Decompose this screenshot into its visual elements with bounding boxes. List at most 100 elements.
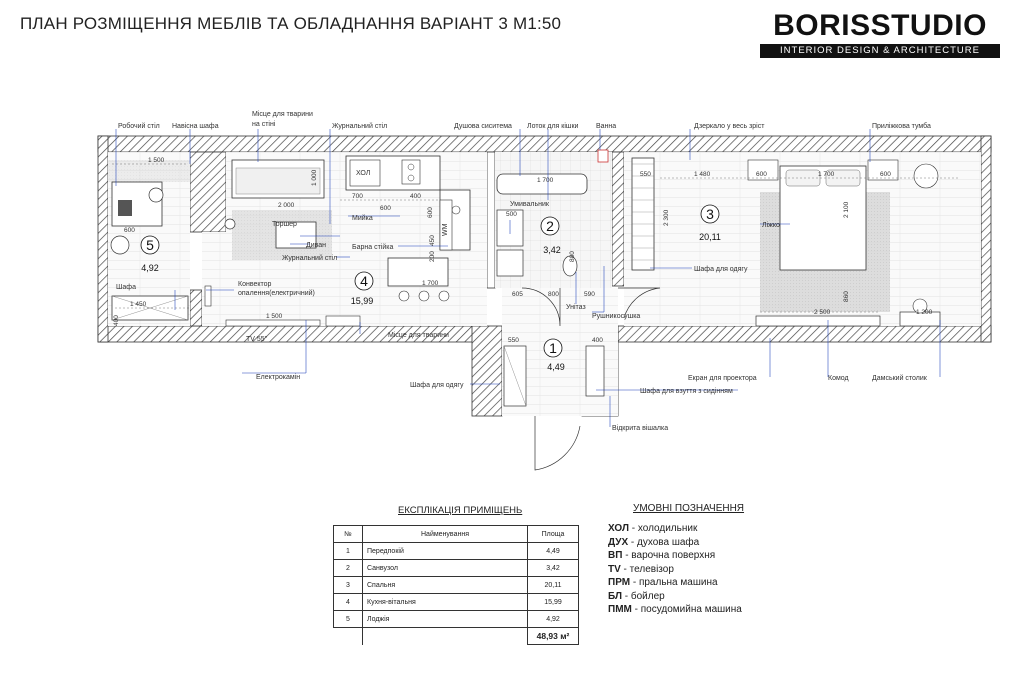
svg-text:860: 860 [843, 291, 850, 302]
label-fireplace: Електрокамін [256, 373, 300, 381]
table-row: 2 Санвузол 3,42 [333, 559, 579, 577]
label-bath: Ванна [596, 123, 616, 130]
bar-counter [387, 257, 449, 287]
label-wardrobe-clothes: Шафа для одягу [694, 266, 748, 273]
washing-machine [496, 249, 524, 277]
nightstand-right [867, 159, 899, 181]
svg-text:2 000: 2 000 [278, 202, 295, 209]
toilet-icon [562, 255, 578, 277]
nightstand-left [747, 159, 779, 181]
svg-text:700: 700 [352, 193, 363, 200]
room-2-number: 2 [546, 218, 554, 234]
room-3-number: 3 [706, 206, 714, 222]
wardrobe-clothes [631, 157, 655, 271]
svg-text:1 700: 1 700 [537, 177, 554, 184]
svg-text:1 500: 1 500 [266, 313, 283, 320]
svg-text:2 300: 2 300 [663, 209, 670, 226]
svg-text:2 500: 2 500 [814, 309, 831, 316]
svg-text:1 450: 1 450 [130, 301, 147, 308]
svg-text:400: 400 [410, 193, 421, 200]
svg-text:2 100: 2 100 [843, 201, 850, 218]
logo-sub-text: INTERIOR DESIGN & ARCHITECTURE [760, 44, 1000, 58]
total-area: 48,93 м² [527, 627, 579, 645]
label-projector-screen: Екран для проектора [688, 375, 757, 382]
legend-title: УМОВНІ ПОЗНАЧЕННЯ [633, 503, 745, 514]
legend-item: ПММ - посудомийна машина [608, 604, 742, 615]
room-1-number: 1 [549, 340, 557, 356]
floor-plan: 1 4,49 2 3,42 3 20,11 4 15,99 5 4,92 Роб… [97, 110, 992, 471]
label-washing-machine: WM [442, 223, 449, 236]
svg-text:550: 550 [640, 171, 651, 178]
explication-title: ЕКСПЛІКАЦІЯ ПРИМІЩЕНЬ [398, 505, 523, 516]
label-wardrobe: Шафа [116, 284, 136, 291]
label-bar-counter: Барна стійка [352, 243, 393, 251]
svg-text:1 500: 1 500 [148, 157, 165, 164]
label-mirror: Дзеркало у весь зріст [694, 122, 765, 130]
room-4-area: 15,99 [351, 296, 374, 306]
label-washbasin: Умивальник [510, 201, 550, 208]
label-vanity: Дамський столик [872, 374, 928, 382]
label-nightstand: Приліжкова тумба [872, 122, 931, 130]
label-convector-2: опалення(електричний) [238, 289, 315, 297]
tv-unit [225, 319, 321, 327]
floor-lamp-icon [224, 218, 236, 230]
pet-place [325, 315, 361, 327]
room-markers [140, 204, 720, 358]
label-desk: Робочий стіл [118, 122, 160, 130]
svg-text:500: 500 [506, 211, 517, 218]
label-towel-dryer: Рушникосушка [592, 313, 640, 320]
legend: ХОЛ - холодильник ДУХ - духова шафа ВП -… [608, 522, 742, 617]
label-open-hanger: Відкрита вішалка [612, 424, 668, 432]
svg-text:1 200: 1 200 [916, 309, 933, 316]
svg-text:605: 605 [512, 291, 523, 298]
svg-text:400: 400 [592, 337, 603, 344]
label-coffee-table-2: Журнальний стіл [282, 254, 337, 262]
label-floor-lamp: Торшер [272, 221, 297, 228]
table-row: 3 Спальня 20,11 [333, 576, 579, 594]
svg-text:800: 800 [548, 291, 559, 298]
page-title: ПЛАН РОЗМІЩЕННЯ МЕБЛІВ ТА ОБЛАДНАННЯ ВАР… [20, 14, 562, 33]
label-pet-place-wall-2: на стіні [252, 120, 276, 128]
laptop-icon [118, 200, 132, 216]
legend-item: ПРМ - пральна машина [608, 577, 718, 588]
label-coffee-table: Журнальний стіл [332, 122, 387, 130]
table-row: 5 Лоджія 4,92 [333, 610, 579, 628]
table-header: № Найменування Площа [333, 525, 579, 543]
logo-main-text: BORISSTUDIO [773, 9, 987, 42]
svg-text:550: 550 [508, 337, 519, 344]
label-convector: Конвектор [238, 281, 272, 288]
dimensions: 1 500 2 000 1 000 700 600 400 1 700 500 … [113, 157, 933, 344]
table-total-row: 48,93 м² [333, 627, 579, 645]
legend-item: ХОЛ - холодильник [608, 523, 698, 534]
svg-text:1 700: 1 700 [422, 280, 439, 287]
bedroom-plant-icon [913, 163, 939, 189]
room-4-number: 4 [360, 273, 368, 289]
svg-text:590: 590 [584, 291, 595, 298]
svg-text:200: 200 [429, 251, 436, 262]
svg-text:1 000: 1 000 [311, 169, 318, 186]
label-toilet: Унітаз [566, 303, 586, 311]
svg-text:800: 800 [569, 251, 576, 262]
room-5-area: 4,92 [141, 263, 159, 273]
svg-text:400: 400 [113, 315, 120, 326]
convector [204, 285, 212, 307]
room-5-number: 5 [146, 237, 154, 253]
table-row: 4 Кухня-вітальня 15,99 [333, 593, 579, 611]
label-hanging-cabinet: Навісна шафа [172, 122, 219, 130]
plant-icon [110, 235, 130, 255]
label-sink: Мийка [352, 214, 373, 222]
svg-text:450: 450 [429, 235, 436, 246]
svg-text:600: 600 [124, 227, 135, 234]
svg-text:600: 600 [756, 171, 767, 178]
label-pet-place: Місце для тварини [388, 331, 449, 339]
room-2-area: 3,42 [543, 245, 561, 255]
coffee-table [275, 221, 317, 249]
legend-item: ДУХ - духова шафа [608, 536, 700, 548]
studio-logo: BORISSTUDIO INTERIOR DESIGN & ARCHITECTU… [760, 10, 1000, 58]
table-row: 1 Передпокій 4,49 [333, 542, 579, 560]
svg-text:1 700: 1 700 [818, 171, 835, 178]
cooktop [401, 159, 421, 185]
bathtub [496, 173, 588, 195]
label-leaders [115, 129, 941, 427]
legend-item: TV - телевізор [608, 563, 674, 575]
